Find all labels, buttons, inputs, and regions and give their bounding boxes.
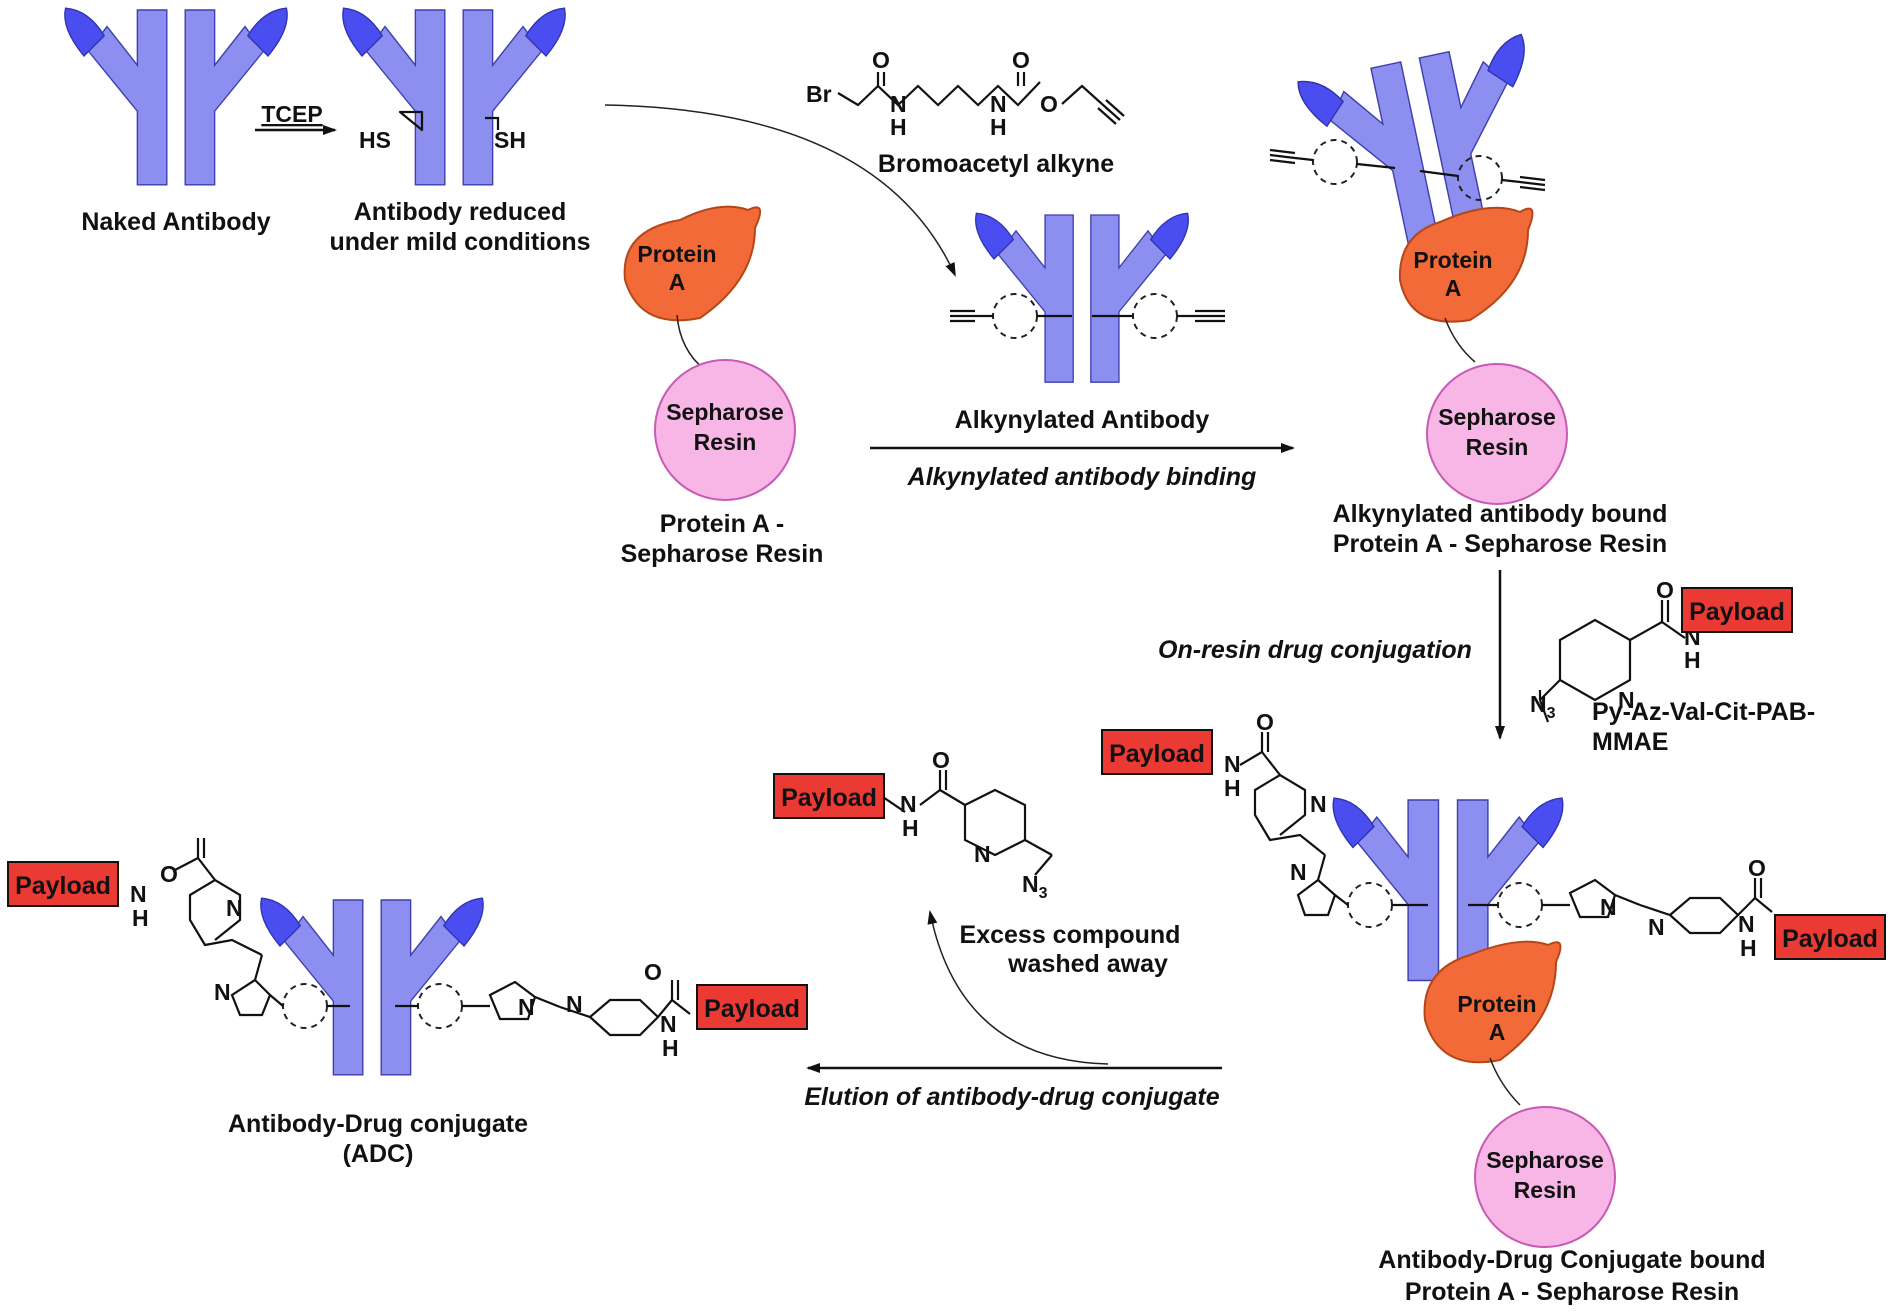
svg-text:N: N xyxy=(990,91,1007,117)
reduced-antibody-label-1: Antibody reduced xyxy=(354,198,567,226)
hs-label: HS xyxy=(359,127,391,153)
bound-antibody-linkers xyxy=(1269,139,1568,505)
adc-bound-left-o: O xyxy=(1256,709,1274,735)
alkynylated-antibody-label: Alkynylated Antibody xyxy=(955,406,1210,434)
adc-caption-1: Antibody-Drug conjugate xyxy=(228,1110,528,1138)
adc-bound-sepharose-1: Sepharose xyxy=(1486,1147,1604,1173)
svg-text:H: H xyxy=(990,114,1007,140)
svg-text:Br: Br xyxy=(806,81,832,107)
py-az-ring-n: N xyxy=(1618,687,1635,713)
adc-bound-right-triazole-n: N xyxy=(1600,894,1617,920)
adc-bound-payload-right-label: Payload xyxy=(1782,925,1878,953)
sepharose-label-1: Sepharose xyxy=(666,399,784,425)
sepharose-label-2: Resin xyxy=(694,429,757,455)
excess-ring-n: N xyxy=(974,841,991,867)
excess-n: N xyxy=(900,791,917,817)
on-resin-label: On-resin drug conjugation xyxy=(1158,636,1472,664)
py-az-payload-label: Payload xyxy=(1689,598,1785,626)
tcep-label: TCEP xyxy=(261,101,322,127)
alkynylated-antibody-glyph xyxy=(975,212,1189,383)
svg-text:O: O xyxy=(1040,91,1058,117)
protein-a-resin-free xyxy=(623,205,796,501)
adc-bound-right-ring-n: N xyxy=(1648,914,1665,940)
adc-caption-2: (ADC) xyxy=(343,1140,414,1168)
adc-right-h: H xyxy=(662,1035,679,1061)
adc-bound-left-triazole-n: N xyxy=(1290,859,1307,885)
bound-protein-a-label-1: Protein xyxy=(1413,247,1492,273)
excess-n3: N3 xyxy=(1022,871,1048,902)
py-az-n3: N3 xyxy=(1530,691,1556,722)
adc-left-h: H xyxy=(132,905,149,931)
py-az-label-1: Py-Az-Val-Cit-PAB- xyxy=(1592,698,1815,726)
adc-left-triazole-n: N xyxy=(214,979,231,1005)
adc-bound-sepharose-2: Resin xyxy=(1514,1177,1577,1203)
sh-label: SH xyxy=(494,127,526,153)
adc-bound-left-n: N xyxy=(1224,751,1241,777)
naked-antibody-glyph xyxy=(64,7,288,186)
adc-bound-right-n: N xyxy=(1738,911,1755,937)
bromoacetyl-alkyne-label: Bromoacetyl alkyne xyxy=(878,150,1114,178)
wash-curved-arrow xyxy=(927,910,1109,1065)
bound-caption-2: Protein A - Sepharose Resin xyxy=(1333,530,1667,558)
protein-a-label-1: Protein xyxy=(637,241,716,267)
adc-right-n: N xyxy=(660,1011,677,1037)
bound-sepharose-label-2: Resin xyxy=(1466,434,1529,460)
adc-payload-right-label: Payload xyxy=(704,995,800,1023)
adc-bound-caption-2: Protein A - Sepharose Resin xyxy=(1405,1278,1739,1306)
excess-caption-2: washed away xyxy=(1007,950,1168,978)
excess-h: H xyxy=(902,815,919,841)
bound-caption-1: Alkynylated antibody bound xyxy=(1333,500,1668,528)
adc-bound-linkers xyxy=(1239,732,1773,1248)
adc-left-o: O xyxy=(160,861,178,887)
adc-bound-left-ring-n: N xyxy=(1310,791,1327,817)
adc-bound-right-o: O xyxy=(1748,855,1766,881)
adc-bound-payload-left-label: Payload xyxy=(1109,740,1205,768)
resin-caption-2: Sepharose Resin xyxy=(621,540,824,568)
bound-protein-a-label-2: A xyxy=(1445,275,1462,301)
elution-label: Elution of antibody-drug conjugate xyxy=(804,1083,1219,1111)
protein-a-label-2: A xyxy=(669,269,686,295)
adc-bound-right-h: H xyxy=(1740,935,1757,961)
alkylation-curved-arrow xyxy=(604,104,956,277)
adc-linkers xyxy=(174,838,691,1037)
alkynylated-antibody-linkers xyxy=(950,293,1225,339)
adc-right-ring-n: N xyxy=(566,991,583,1017)
resin-caption-1: Protein A - xyxy=(660,510,785,538)
svg-text:H: H xyxy=(890,114,907,140)
excess-compound-structure xyxy=(879,770,1053,876)
reduced-antibody-label-2: under mild conditions xyxy=(329,228,590,256)
adc-payload-left-label: Payload xyxy=(15,872,111,900)
sh-bond-right xyxy=(485,116,500,130)
adc-right-o: O xyxy=(644,959,662,985)
svg-text:N: N xyxy=(890,91,907,117)
svg-text:O: O xyxy=(1012,47,1030,73)
binding-label: Alkynylated antibody binding xyxy=(907,463,1257,491)
naked-antibody-label: Naked Antibody xyxy=(81,208,270,236)
excess-caption-1: Excess compound xyxy=(960,921,1181,949)
adc-left-n: N xyxy=(130,881,147,907)
adc-bound-protein-a-1: Protein xyxy=(1457,991,1536,1017)
hs-bond-left xyxy=(398,110,424,132)
bound-sepharose-label-1: Sepharose xyxy=(1438,404,1556,430)
adc-bound-left-h: H xyxy=(1224,775,1241,801)
bromoacetyl-alkyne-structure: Br O N H N H O O xyxy=(806,47,1125,140)
adc-bound-caption-1: Antibody-Drug Conjugate bound xyxy=(1378,1246,1765,1274)
excess-payload-label: Payload xyxy=(781,784,877,812)
excess-o: O xyxy=(932,747,950,773)
adc-bound-protein-a-2: A xyxy=(1489,1019,1506,1045)
py-az-structure xyxy=(1538,600,1719,723)
reduced-antibody-glyph xyxy=(342,7,566,186)
py-az-o: O xyxy=(1656,577,1674,603)
svg-text:O: O xyxy=(872,47,890,73)
py-az-h: H xyxy=(1684,647,1701,673)
adc-right-triazole-n: N xyxy=(518,994,535,1020)
adc-left-ring-n: N xyxy=(226,895,243,921)
py-az-label-2: MMAE xyxy=(1592,728,1668,756)
